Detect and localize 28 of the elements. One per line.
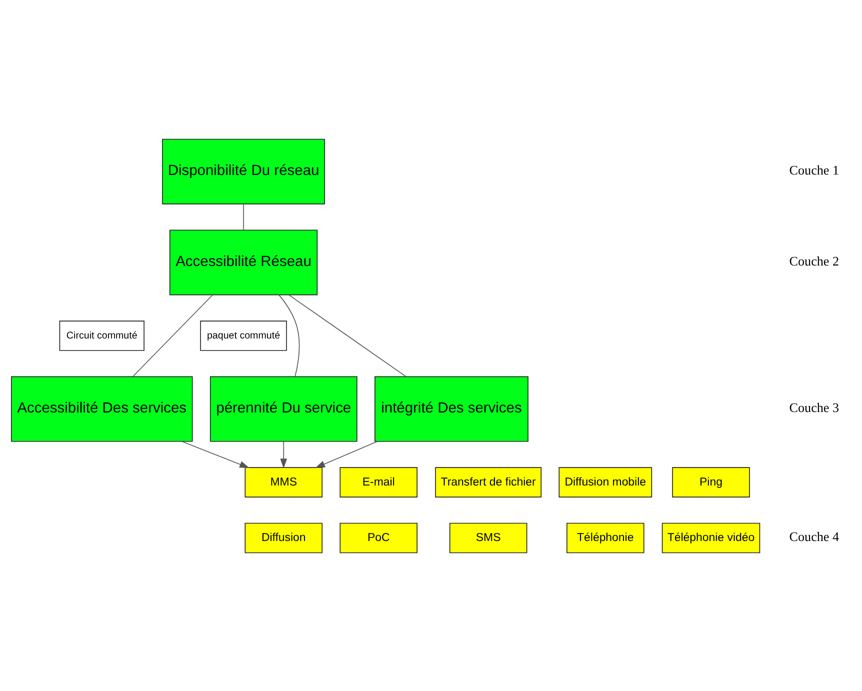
node-box: pérennité Du service [210, 376, 358, 442]
node-box: Accessibilité Des services [11, 376, 193, 442]
arrow [181, 440, 250, 468]
node-box: SMS [449, 522, 528, 553]
label: Couche 4 [789, 528, 840, 544]
connector [278, 294, 300, 377]
node-box: Accessibilité Réseau [169, 229, 318, 295]
node-box: PoC [340, 522, 418, 553]
node-box: intégrité Des services [374, 376, 528, 442]
node-box: paquet commuté [200, 320, 287, 350]
arrow [280, 440, 288, 468]
connector [288, 294, 407, 377]
connector [243, 203, 244, 230]
node-box: Diffusion mobile [558, 466, 652, 497]
node-box: Circuit commuté [59, 320, 144, 350]
arrow [315, 440, 378, 468]
node-box: Disponibilité Du réseau [162, 138, 325, 204]
node-box: Téléphonie vidéo [662, 522, 760, 553]
node-box: E-mail [340, 466, 418, 497]
label: Couche 3 [789, 400, 840, 415]
label: Couche 2 [789, 253, 840, 268]
node-box: Transfert de fichier [435, 466, 542, 497]
node-box: Diffusion [244, 522, 323, 553]
node-box: Ping [672, 466, 750, 497]
label: Couche 1 [789, 162, 840, 178]
node-box: Téléphonie [566, 522, 644, 553]
connector [132, 294, 213, 376]
node-box: MMS [244, 466, 323, 497]
